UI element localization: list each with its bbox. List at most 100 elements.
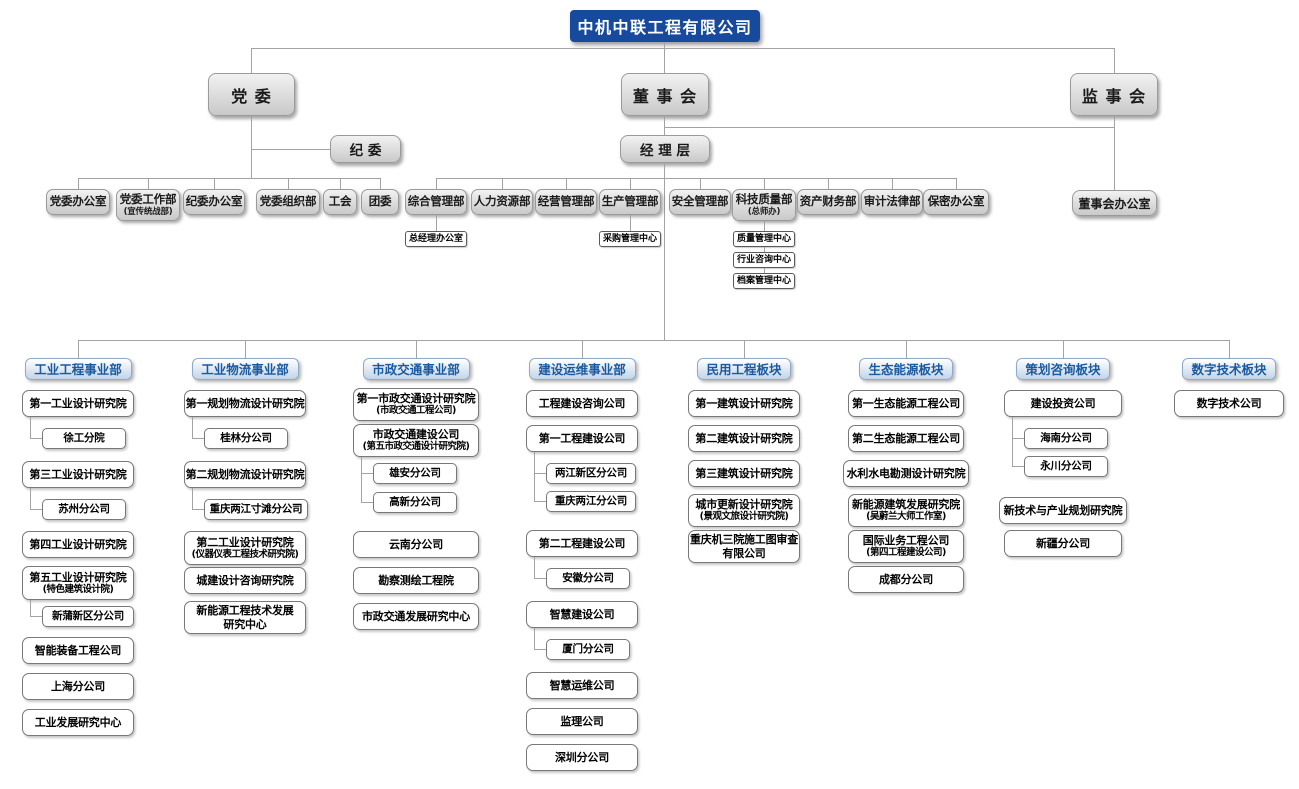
org-subunit: 桂林分公司	[204, 428, 288, 449]
org-unit: 市政交通建设公司(第五市政交通设计研究院)	[353, 424, 479, 457]
connector-line	[764, 178, 765, 189]
management-department: 审计法律部	[861, 189, 923, 215]
connector-line	[436, 178, 437, 189]
connector-line	[664, 163, 665, 340]
division-header: 民用工程板块	[697, 358, 791, 380]
connector-line	[245, 340, 246, 358]
connector-line	[436, 215, 437, 231]
management-department: 保密办公室	[923, 189, 989, 215]
connector-line	[1114, 48, 1115, 73]
org-unit: 智慧运维公司	[526, 672, 638, 699]
org-unit: 重庆机三院施工图审查 有限公司	[688, 530, 800, 563]
org-subunit: 海南分公司	[1024, 428, 1108, 449]
sub-center: 质量管理中心	[733, 231, 795, 247]
party-department: 党委办公室	[46, 189, 110, 215]
connector-line	[664, 127, 1114, 128]
connector-line	[361, 473, 373, 474]
sub-center: 档案管理中心	[733, 273, 795, 289]
org-unit: 新技术与产业规划研究院	[999, 497, 1127, 524]
org-unit: 第二建筑设计研究院	[688, 425, 800, 452]
connector-line	[192, 488, 193, 509]
org-unit: 第二生态能源工程公司	[848, 425, 964, 452]
org-subunit: 苏州分公司	[42, 499, 126, 520]
org-subunit: 厦门分公司	[546, 639, 630, 660]
division-header: 市政交通事业部	[362, 358, 470, 380]
connector-line	[361, 502, 373, 503]
connector-line	[251, 48, 1115, 49]
connector-line	[251, 116, 252, 178]
management-department: 资产财务部	[797, 189, 859, 215]
connector-line	[1063, 340, 1064, 358]
connector-line	[251, 48, 252, 73]
division-header: 工业工程事业部	[24, 358, 132, 380]
connector-line	[416, 340, 417, 358]
board-office-box: 董事会办公室	[1072, 190, 1157, 216]
connector-line	[1012, 438, 1024, 439]
org-unit: 新疆分公司	[1004, 530, 1122, 557]
connector-line	[566, 178, 567, 189]
connector-line	[78, 340, 1229, 341]
party-department: 党委组织部	[256, 189, 320, 215]
connector-line	[764, 247, 765, 252]
party-department: 纪委办公室	[183, 189, 245, 215]
connector-line	[664, 116, 665, 135]
connector-line	[664, 48, 665, 73]
org-subunit: 高新分公司	[373, 492, 457, 513]
org-unit: 第二规划物流设计研究院	[184, 461, 306, 488]
org-unit: 第一市政交通设计研究院(市政交通工程公司)	[353, 388, 479, 421]
division-header: 数字技术板块	[1182, 358, 1276, 380]
org-subunit: 重庆两江分公司	[546, 491, 636, 512]
sub-center: 行业咨询中心	[733, 252, 795, 268]
connector-line	[288, 178, 289, 189]
org-unit: 国际业务工程公司(第四工程建设公司)	[848, 530, 964, 563]
connector-line	[534, 452, 535, 501]
org-unit: 水利水电勘测设计研究院	[843, 460, 969, 487]
connector-line	[906, 340, 907, 358]
connector-line	[534, 628, 535, 649]
connector-line	[78, 178, 380, 179]
board-of-directors-box: 董 事 会	[621, 73, 709, 116]
org-unit: 云南分公司	[353, 531, 479, 558]
connector-line	[744, 340, 745, 358]
connector-line	[214, 178, 215, 189]
org-subunit: 安徽分公司	[546, 568, 630, 589]
division-header: 策划咨询板块	[1016, 358, 1110, 380]
org-unit: 城建设计咨询研究院	[184, 567, 306, 594]
org-unit: 深圳分公司	[526, 744, 638, 771]
connector-line	[534, 649, 546, 650]
party-committee-box: 党 委	[208, 73, 295, 116]
org-unit: 新能源工程技术发展 研究中心	[184, 601, 306, 634]
connector-line	[148, 178, 149, 189]
connector-line	[380, 178, 381, 189]
division-header: 生态能源板块	[859, 358, 953, 380]
org-unit: 智能装备工程公司	[22, 637, 134, 664]
org-unit: 第二工程建设公司	[526, 530, 638, 557]
connector-line	[764, 268, 765, 273]
connector-line	[30, 509, 42, 510]
connector-line	[764, 221, 765, 231]
management-department: 科技质量部(总师办)	[732, 189, 796, 221]
connector-line	[664, 42, 665, 48]
management-department: 人力资源部	[471, 189, 533, 215]
connector-line	[361, 457, 362, 502]
org-unit: 第一生态能源工程公司	[848, 390, 964, 417]
management-department: 生产管理部	[599, 189, 661, 215]
org-unit: 上海分公司	[22, 673, 134, 700]
connector-line	[1012, 417, 1013, 466]
connector-line	[30, 616, 42, 617]
connector-line	[630, 178, 631, 189]
connector-line	[340, 178, 341, 189]
connector-line	[630, 215, 631, 231]
org-unit: 第一工程建设公司	[526, 425, 638, 452]
org-subunit: 徐工分院	[42, 428, 126, 449]
org-unit: 数字技术公司	[1174, 390, 1284, 417]
connector-line	[30, 488, 31, 509]
org-subunit: 新蒲新区分公司	[42, 606, 134, 627]
org-unit: 第三建筑设计研究院	[688, 460, 800, 487]
management-department: 经营管理部	[535, 189, 597, 215]
connector-line	[534, 473, 546, 474]
org-unit: 第一工业设计研究院	[22, 390, 134, 417]
connector-line	[192, 509, 204, 510]
connector-line	[30, 438, 42, 439]
